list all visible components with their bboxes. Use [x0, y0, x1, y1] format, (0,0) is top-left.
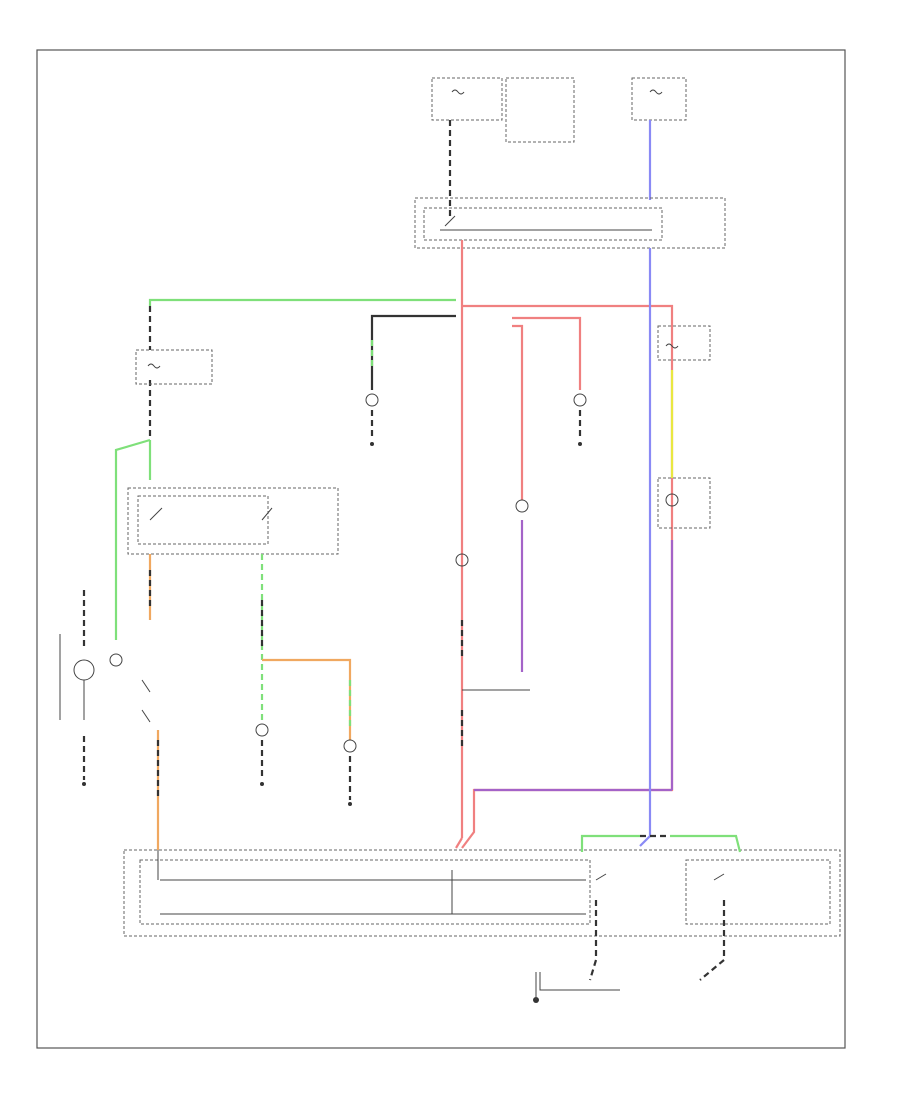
module-switch-1	[595, 873, 607, 881]
fuse-box-left-label	[505, 77, 575, 143]
dimmer-switch-inner	[137, 495, 269, 545]
right-fuse-box	[657, 325, 711, 361]
module-inner-left	[139, 859, 591, 925]
diagram-border	[36, 49, 846, 1049]
tail-fuse-box	[135, 349, 213, 385]
fuse-symbol-left	[451, 89, 465, 95]
ground-left-parker	[370, 442, 374, 446]
tail-fuse-symbol	[147, 363, 161, 369]
wire-orange-right-tail-feed	[262, 658, 352, 740]
license-lamp-box	[657, 477, 711, 529]
wire-red-right-loop	[461, 304, 674, 849]
wire-green-top	[148, 298, 456, 306]
wire-green-bottom-left	[580, 834, 640, 852]
ground-left-rear	[260, 782, 264, 786]
wire-blue-main	[639, 248, 652, 847]
ground-left-module	[82, 782, 86, 786]
wire-ground-right	[699, 900, 726, 981]
wire-ground-left	[588, 900, 598, 981]
fuse-symbol-right	[649, 89, 663, 95]
wire-red-main-end	[455, 837, 463, 849]
tail-switch-arm	[141, 679, 151, 693]
wire-black-left-parker	[370, 314, 456, 390]
wire-green-bottom-right	[670, 834, 742, 853]
tail-switch-contact	[109, 653, 123, 667]
relay-outer	[414, 197, 726, 249]
headlight-module-lamp	[73, 659, 95, 681]
relay-switch-contact	[444, 215, 456, 227]
license-lamp	[665, 493, 679, 507]
lighting-control-module	[123, 849, 841, 937]
left-front-parker-lamp	[365, 393, 379, 407]
right-rear-tail-lamp	[343, 739, 357, 753]
fuse-box-left	[431, 77, 503, 121]
right-tail-lamp	[515, 499, 529, 513]
right-front-parker-lamp	[573, 393, 587, 407]
module-switch-2	[713, 873, 725, 881]
ground-bus	[539, 972, 620, 991]
ground-right-parker	[578, 442, 582, 446]
wire-red-to-right-tail	[512, 324, 524, 500]
ground-right-rear	[348, 802, 352, 806]
tail-switch-arm-2	[141, 709, 151, 723]
wire-green-left-branch	[114, 438, 151, 640]
left-tail-lamp	[455, 553, 469, 567]
fuse-box-right	[631, 77, 687, 121]
dimmer-switch-contact-right	[261, 507, 273, 521]
right-fuse-symbol	[665, 343, 679, 349]
dimmer-switch-contact-left	[149, 507, 163, 521]
wire-red-to-right-parker	[512, 316, 582, 390]
left-rear-tail-lamp	[255, 723, 269, 737]
relay-inner	[423, 207, 663, 241]
module-inner-right	[685, 859, 831, 925]
dimmer-switch-box	[127, 487, 339, 555]
